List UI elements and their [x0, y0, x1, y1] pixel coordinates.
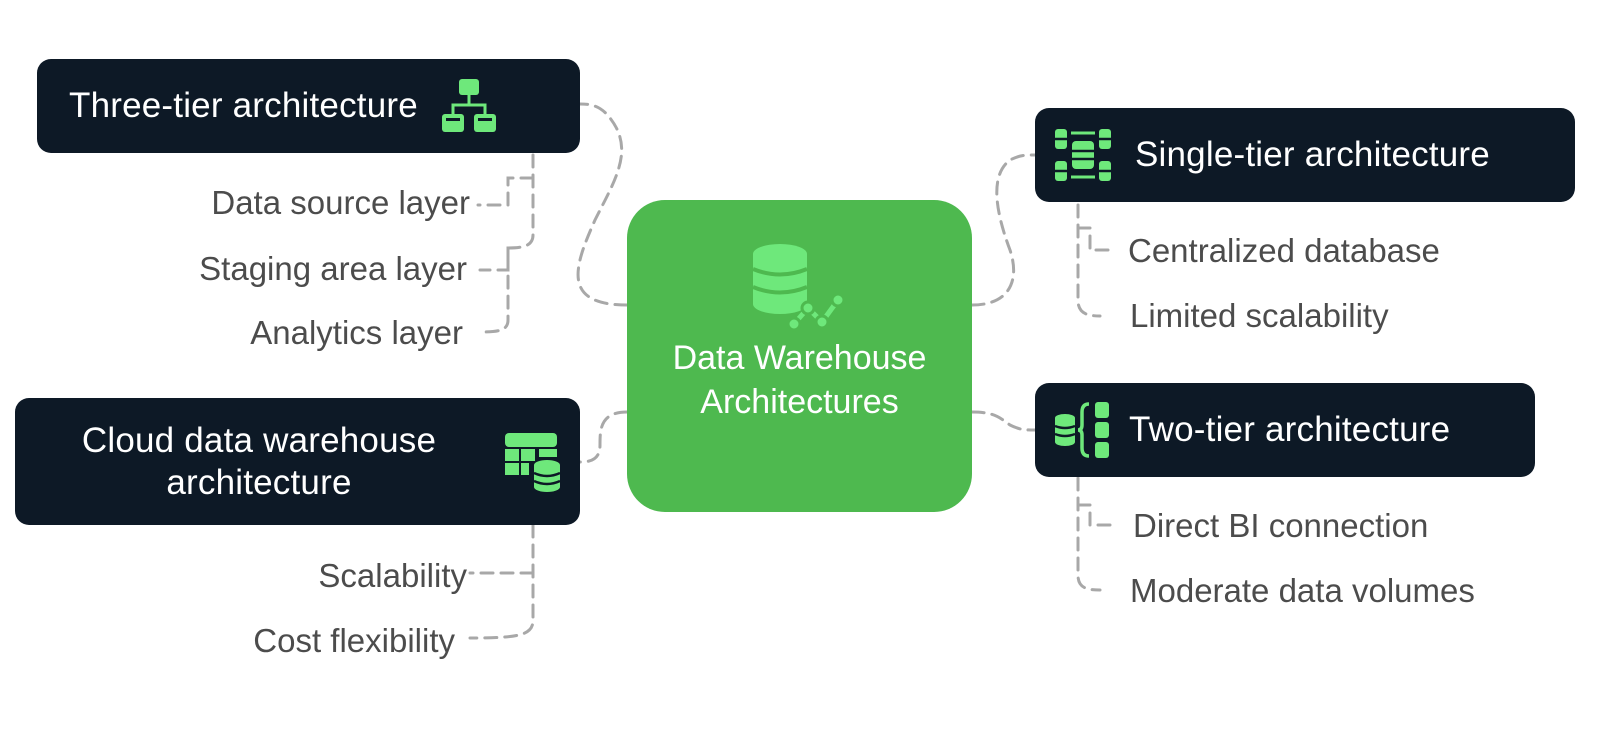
cloud-node: Cloud data warehouse architecture — [15, 398, 580, 525]
single-tier-item-limited-scalability: Limited scalability — [1130, 297, 1389, 334]
connector-center-cloud — [578, 410, 629, 464]
center-node: Data Warehouse Architectures — [627, 200, 972, 512]
center-title: Data Warehouse Architectures — [672, 339, 927, 421]
three-tier-node: Three-tier architecture — [37, 59, 580, 153]
database-chart-icon — [751, 244, 845, 332]
connector-item-data-source — [476, 176, 535, 207]
single-tier-title: Single-tier architecture — [1135, 135, 1490, 174]
three-tier-item-data-source: Data source layer — [211, 184, 470, 221]
connector-cloud-items — [468, 523, 535, 640]
connector-item-direct-bi — [1076, 503, 1112, 527]
three-tier-item-analytics: Analytics layer — [250, 314, 463, 351]
connector-center-three-tier — [576, 102, 629, 307]
connector-item-staging — [478, 246, 510, 272]
table-database-icon — [505, 432, 561, 492]
connector-two-tier-items — [1076, 476, 1102, 592]
connector-center-two-tier — [970, 410, 1037, 432]
two-tier-node: Two-tier architecture — [1035, 383, 1535, 477]
cloud-title-line2: architecture — [166, 462, 352, 502]
three-tier-item-staging: Staging area layer — [199, 250, 467, 287]
hierarchy-icon — [441, 79, 496, 132]
single-tier-node: Single-tier architecture — [1035, 108, 1575, 202]
connector-single-tier-items — [1076, 203, 1102, 318]
database-cycle-icon — [1055, 129, 1111, 181]
single-tier-item-centralized: Centralized database — [1128, 232, 1440, 269]
connector-center-single-tier — [970, 153, 1037, 307]
two-tier-item-moderate-volumes: Moderate data volumes — [1130, 572, 1475, 609]
connector-item-centralized — [1076, 226, 1112, 252]
two-tier-item-direct-bi: Direct BI connection — [1133, 507, 1429, 544]
two-tier-title: Two-tier architecture — [1129, 410, 1451, 449]
cloud-item-scalability: Scalability — [318, 557, 467, 594]
cloud-title-line1: Cloud data warehouse — [81, 420, 437, 460]
database-split-icon — [1054, 402, 1109, 458]
cloud-item-cost-flexibility: Cost flexibility — [253, 622, 455, 659]
three-tier-title: Three-tier architecture — [69, 86, 418, 125]
